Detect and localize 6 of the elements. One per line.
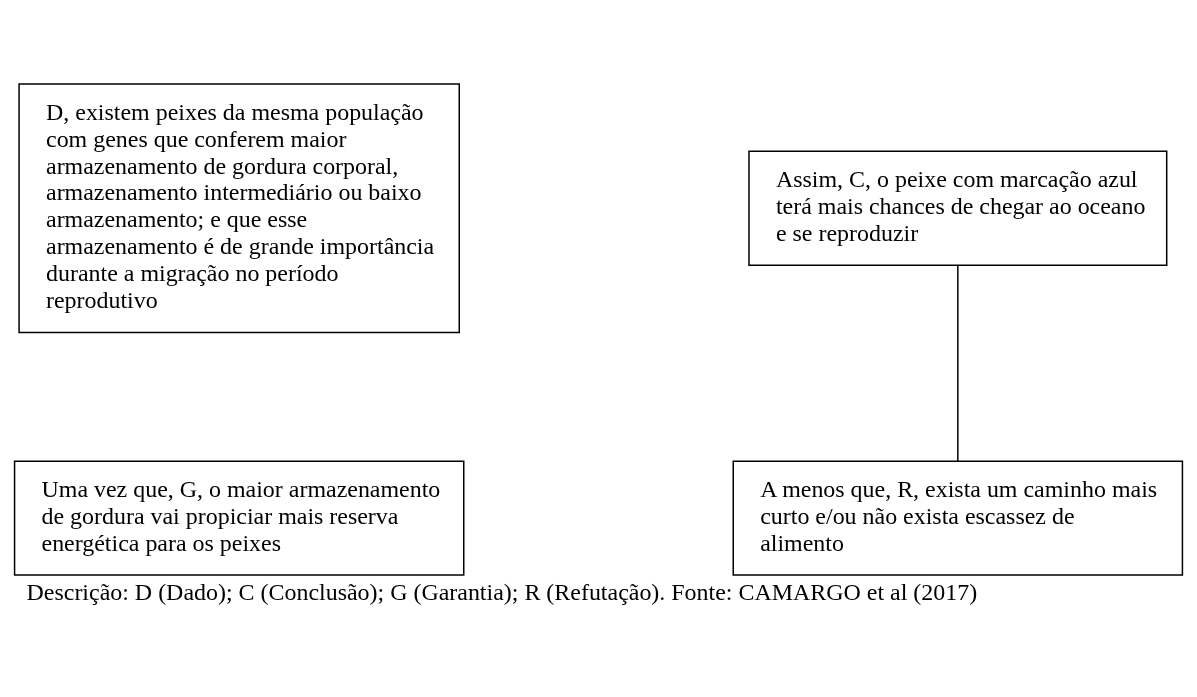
node-box: Uma vez que, G, o maior armazenamento de gordura vai propiciar mais reserva energética para os peixes	[13, 460, 465, 576]
connector	[957, 264, 959, 462]
node-box: D, existem peixes da mesma população com genes que conferem maior armazenamento de gordura corporal, armazenamento intermediário ou baixo armazenamento; e que esse armazenamento é de grande importância durante a migração no período reprodutivo	[18, 82, 460, 333]
caption: Descrição: D (Dado); C (Conclusão); G (Garantia); R (Refutação). Fonte: CAMARGO et al (2017)	[26, 578, 978, 605]
node-box: Assim, C, o peixe com marcação azul terá mais chances de chegar ao oceano e se reproduzir	[748, 150, 1168, 266]
node-box: A menos que, R, exista um caminho mais curto e/ou não exista escassez de alimento	[732, 460, 1184, 576]
